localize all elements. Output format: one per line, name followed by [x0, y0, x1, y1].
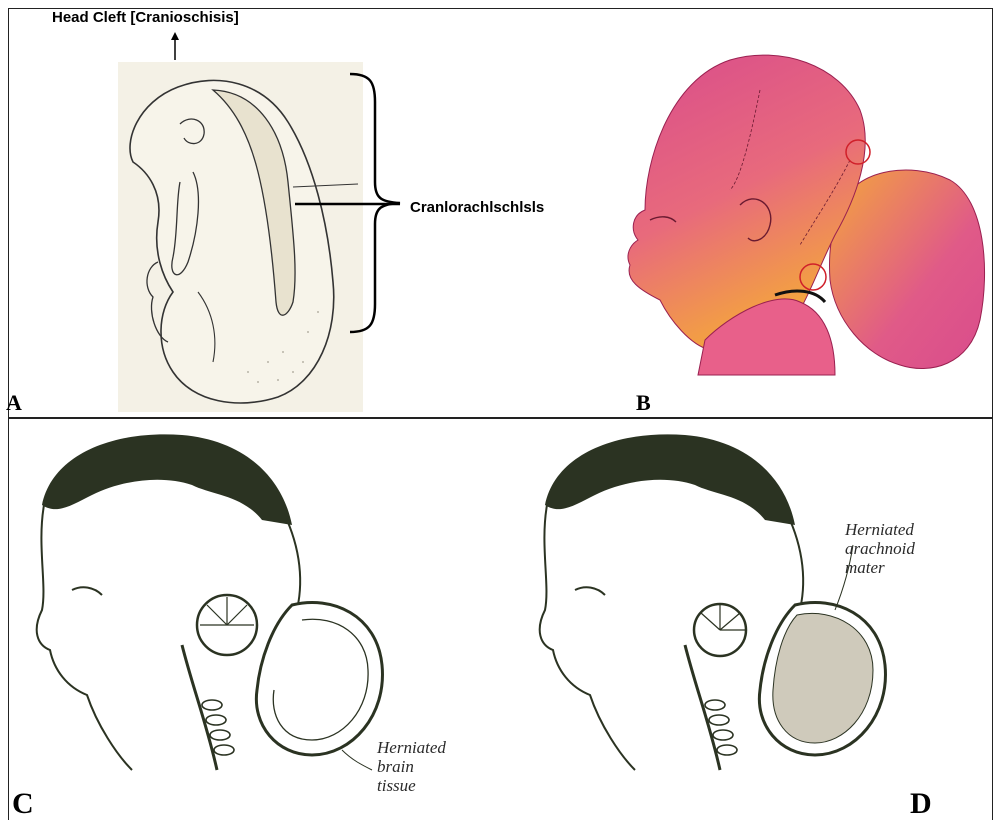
- panel-letter-a: A: [6, 390, 22, 416]
- arachnoid-herniation-drawing: [535, 425, 905, 795]
- up-arrow-icon: [165, 30, 185, 62]
- annotation-line-1: Herniated: [377, 738, 487, 757]
- herniated-arachnoid-label: Herniated arachnoid mater: [845, 520, 955, 577]
- annotation-line-1: Herniated: [845, 520, 955, 539]
- fetus-sketch: [118, 62, 363, 412]
- annotation-line-3: mater: [845, 558, 955, 577]
- panel-letter-c: C: [12, 787, 34, 821]
- craniorachischisis-label: Cranlorachlschlsls: [410, 199, 544, 216]
- cranioschisis-label: Head Cleft [Cranioschisis]: [52, 9, 239, 26]
- pointer-arrow: [295, 197, 405, 211]
- annotation-line-2: arachnoid: [845, 539, 955, 558]
- brain-herniation-drawing: [32, 425, 392, 795]
- encephalocele-illustration: [610, 40, 990, 385]
- annotation-line-2: brain: [377, 757, 487, 776]
- herniated-brain-tissue-label: Herniated brain tissue: [377, 738, 487, 795]
- panel-divider: [8, 417, 993, 419]
- annotation-line-3: tissue: [377, 776, 487, 795]
- panel-letter-b: B: [636, 390, 651, 416]
- panel-letter-d: D: [910, 787, 932, 821]
